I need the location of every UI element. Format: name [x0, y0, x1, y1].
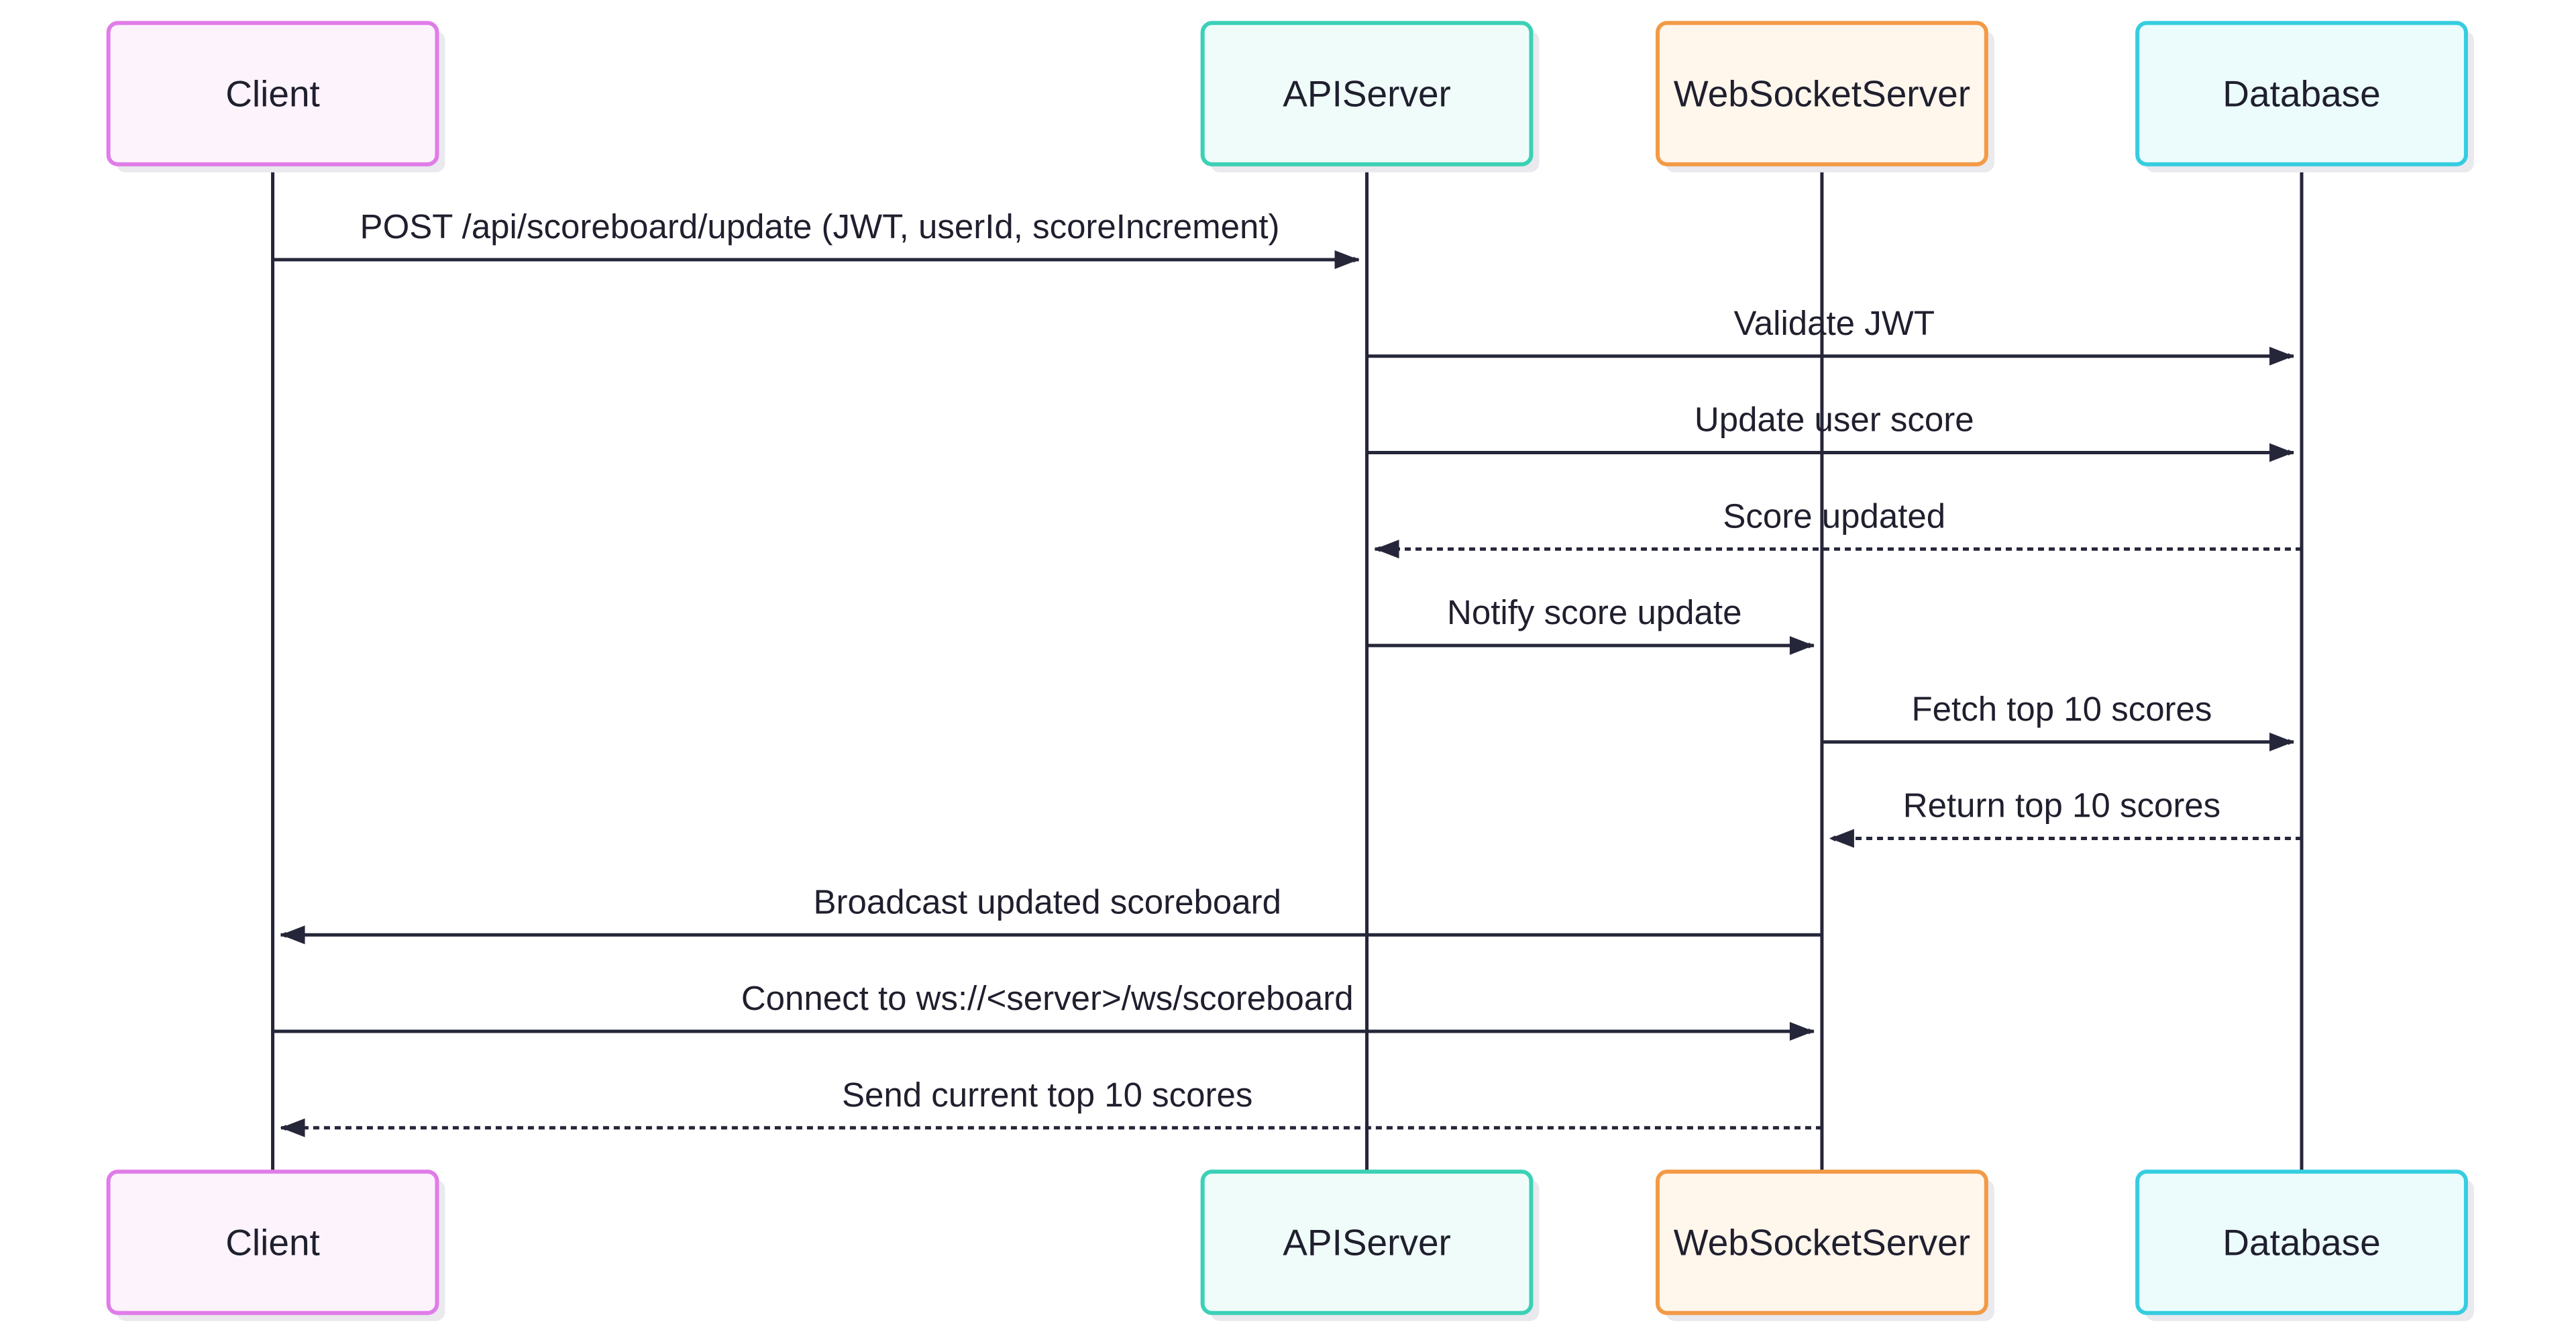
arrowhead-icon [2269, 346, 2294, 366]
message-7: Return top 10 scores [1829, 786, 2302, 848]
arrowhead-icon [1375, 539, 1399, 559]
message-label: Score updated [1723, 497, 1945, 535]
actor-label: APIServer [1283, 73, 1451, 115]
message-label: Update user score [1695, 401, 1974, 439]
message-label: Return top 10 scores [1903, 786, 2220, 825]
actor-label: WebSocketServer [1674, 73, 1970, 115]
arrowhead-icon [280, 925, 305, 945]
message-6: Fetch top 10 scores [1821, 690, 2294, 752]
arrowhead-icon [280, 1118, 305, 1137]
actor-box [106, 1170, 439, 1315]
actor-client-top: Client [106, 21, 445, 172]
actor-apiserver-bottom: APIServer [1200, 1170, 1540, 1321]
actor-label: Database [2222, 1221, 2380, 1263]
actor-box [106, 21, 439, 166]
actor-label: Client [225, 73, 320, 115]
actor-box [2135, 1170, 2468, 1315]
actor-client-bottom: Client [106, 1170, 445, 1321]
message-1: POST /api/scoreboard/update (JWT, userId… [272, 207, 1360, 269]
message-5: Notify score update [1366, 593, 1815, 655]
message-2: Validate JWT [1366, 304, 2294, 366]
actor-box [2135, 21, 2468, 166]
actor-box [1200, 21, 1534, 166]
actor-label: Client [225, 1221, 320, 1263]
arrowhead-icon [2269, 732, 2294, 752]
message-4: Score updated [1374, 497, 2302, 559]
message-3: Update user score [1366, 401, 2294, 462]
actor-box [1200, 1170, 1534, 1315]
message-label: Send current top 10 scores [842, 1076, 1252, 1114]
actor-label: Database [2222, 73, 2380, 115]
arrowhead-icon [1334, 250, 1359, 269]
actor-apiserver-top: APIServer [1200, 21, 1540, 172]
arrowhead-icon [1789, 1021, 1814, 1041]
actor-database-bottom: Database [2135, 1170, 2474, 1321]
message-label: Notify score update [1447, 593, 1741, 631]
message-8: Broadcast updated scoreboard [280, 882, 1822, 945]
actors-top: Client APIServer WebSocketServer Database [106, 21, 2474, 172]
arrowhead-icon [2269, 443, 2294, 462]
message-label: Broadcast updated scoreboard [813, 882, 1281, 921]
actor-database-top: Database [2135, 21, 2474, 172]
arrowhead-icon [1789, 635, 1814, 655]
message-label: Fetch top 10 scores [1912, 690, 2212, 728]
actor-wsserver-top: WebSocketServer [1656, 21, 1994, 172]
actor-label: APIServer [1283, 1221, 1451, 1263]
actors-bottom: Client APIServer WebSocketServer Database [106, 1170, 2474, 1321]
message-label: POST /api/scoreboard/update (JWT, userId… [360, 207, 1280, 246]
actor-wsserver-bottom: WebSocketServer [1656, 1170, 1994, 1321]
actor-label: WebSocketServer [1674, 1221, 1970, 1263]
message-label: Connect to ws://<server>/ws/scoreboard [741, 979, 1354, 1017]
lifelines [271, 164, 2304, 1172]
message-10: Send current top 10 scores [280, 1076, 1822, 1137]
message-label: Validate JWT [1734, 304, 1935, 342]
actor-box [1656, 1170, 1988, 1315]
actor-box [1656, 21, 1988, 166]
arrowhead-icon [1829, 829, 1854, 848]
messages: POST /api/scoreboard/update (JWT, userId… [272, 207, 2302, 1137]
message-9: Connect to ws://<server>/ws/scoreboard [272, 979, 1815, 1041]
